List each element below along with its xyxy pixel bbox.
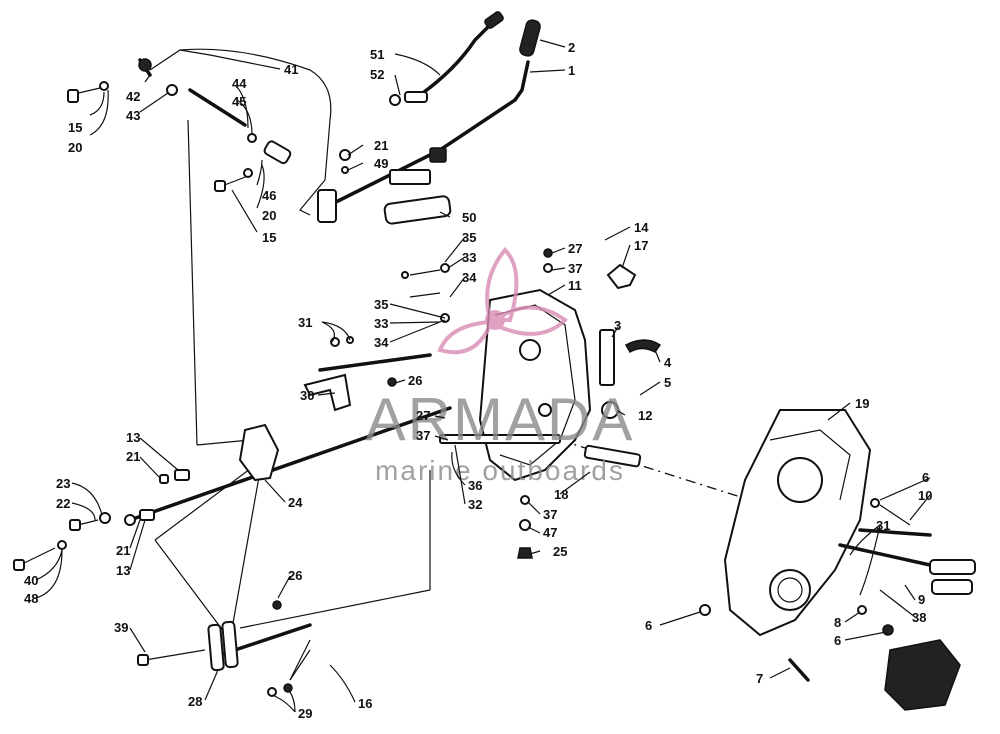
callout-42: 42 (126, 89, 140, 104)
callout-39: 39 (114, 620, 128, 635)
shift-lever-assembly (317, 11, 541, 225)
callout-29: 29 (298, 706, 312, 721)
callout-35a: 35 (462, 230, 476, 245)
callout-24: 24 (288, 495, 303, 510)
callout-8: 8 (834, 615, 841, 630)
callout-21b: 21 (126, 449, 140, 464)
callout-11: 11 (568, 278, 582, 293)
callout-48: 48 (24, 591, 38, 606)
callout-33a: 33 (462, 250, 476, 265)
callout-9: 9 (918, 592, 925, 607)
callout-13a: 13 (126, 430, 140, 445)
callout-6b: 6 (645, 618, 652, 633)
callout-32: 32 (468, 497, 482, 512)
callout-19: 19 (855, 396, 869, 411)
callout-16: 16 (358, 696, 372, 711)
callout-17: 17 (634, 238, 648, 253)
callout-26a: 26 (408, 373, 422, 388)
callout-45: 45 (232, 94, 246, 109)
callout-46: 46 (262, 188, 276, 203)
callout-37a: 37 (568, 261, 582, 276)
callout-37c: 37 (543, 507, 557, 522)
callout-38: 38 (912, 610, 926, 625)
callout-1: 1 (568, 63, 575, 78)
callout-37b: 37 (416, 428, 430, 443)
callout-31b: 31 (876, 518, 890, 533)
callout-20a: 20 (68, 140, 82, 155)
callout-22: 22 (56, 496, 70, 511)
callout-18: 18 (554, 487, 568, 502)
callout-34a: 34 (462, 270, 477, 285)
callout-40: 40 (24, 573, 38, 588)
callout-14: 14 (634, 220, 649, 235)
callout-21a: 21 (374, 138, 388, 153)
callout-15a: 15 (68, 120, 82, 135)
callout-5: 5 (664, 375, 671, 390)
callout-10: 10 (918, 488, 932, 503)
callout-25: 25 (553, 544, 567, 559)
callout-41: 41 (284, 62, 298, 77)
callout-44: 44 (232, 76, 247, 91)
callout-31a: 31 (298, 315, 312, 330)
callout-51: 51 (370, 47, 384, 62)
callout-6a: 6 (922, 470, 929, 485)
callout-3: 3 (614, 318, 621, 333)
callout-23: 23 (56, 476, 70, 491)
gear-housing (439, 248, 662, 559)
callout-49: 49 (374, 156, 388, 171)
throttle-link-parts (67, 58, 292, 192)
callout-47: 47 (543, 525, 557, 540)
callout-21c: 21 (116, 543, 130, 558)
callout-labels: 1 2 3 4 5 6 6 6 7 8 9 10 11 12 13 13 14 … (24, 40, 932, 721)
guide-lines (149, 48, 751, 681)
callout-4: 4 (664, 355, 672, 370)
callout-34b: 34 (374, 335, 389, 350)
callout-36: 36 (468, 478, 482, 493)
side-cover (699, 409, 976, 711)
callout-43: 43 (126, 108, 140, 123)
callout-20b: 20 (262, 208, 276, 223)
callout-28: 28 (188, 694, 202, 709)
callout-26b: 26 (288, 568, 302, 583)
callout-33b: 33 (374, 316, 388, 331)
callout-13b: 13 (116, 563, 130, 578)
leader-lines (35, 39, 931, 713)
callout-50: 50 (462, 210, 476, 225)
callout-15b: 15 (262, 230, 276, 245)
callout-27a: 27 (568, 241, 582, 256)
watermark-tagline: marine outboards (375, 455, 625, 486)
callout-30: 30 (300, 388, 314, 403)
callout-2: 2 (568, 40, 575, 55)
callout-27b: 27 (416, 408, 430, 423)
callout-7: 7 (756, 671, 763, 686)
callout-6c: 6 (834, 633, 841, 648)
propeller-logo (437, 247, 569, 355)
callout-12: 12 (638, 408, 652, 423)
armada-watermark: ARMADA marine outboards (366, 247, 635, 486)
callout-52: 52 (370, 67, 384, 82)
watermark-brand: ARMADA (366, 386, 635, 453)
shift-rod-assembly (13, 263, 452, 571)
callout-35b: 35 (374, 297, 388, 312)
lower-lever-assembly (137, 600, 312, 697)
